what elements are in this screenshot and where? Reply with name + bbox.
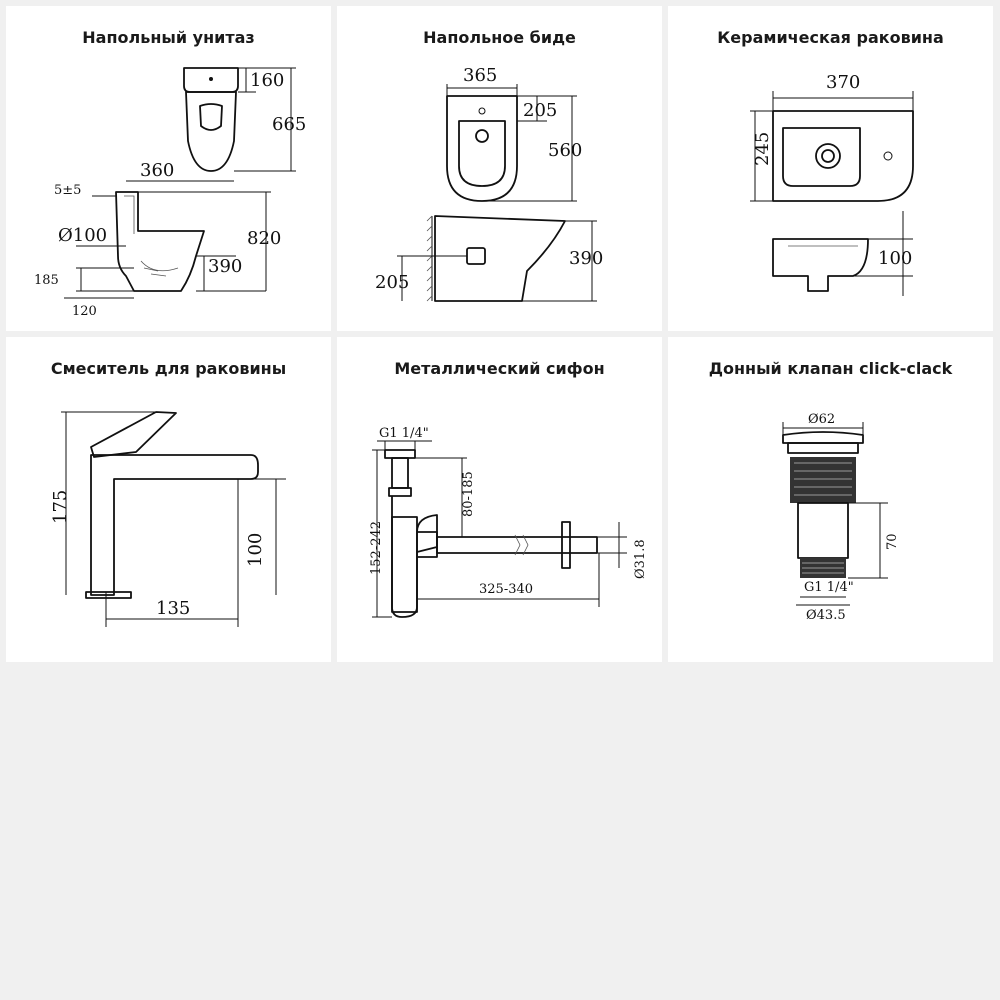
- bidet-diagram: 365 205 560 390 205: [375, 65, 603, 302]
- dim-135: 135: [156, 598, 190, 619]
- dim-160: 160: [250, 70, 284, 91]
- dim-390: 390: [208, 256, 242, 277]
- dim-80: 80-185: [461, 471, 476, 517]
- dim-62: Ø62: [808, 412, 835, 427]
- panel-ceramic-sink: Керамическая раковина 370 245 100: [668, 6, 993, 331]
- dim-665: 665: [272, 114, 306, 135]
- panel-title: Металлический сифон: [394, 359, 605, 378]
- dim-100: Ø100: [58, 225, 107, 246]
- dim-820: 820: [247, 228, 281, 249]
- dim-152: 152-242: [369, 521, 384, 575]
- drain-diagram: Ø62 70 G1 1/4" Ø43.5: [782, 412, 900, 623]
- dim-360: 360: [140, 160, 174, 181]
- panel-floor-toilet: Напольный унитаз 160 665 360 5±5 Ø100 82…: [6, 6, 331, 331]
- siphon-diagram: G1 1/4" 80-185 152-242 Ø31.8 325-340: [369, 426, 648, 618]
- dim-370: 370: [826, 72, 860, 93]
- dim-205a: 205: [523, 100, 557, 121]
- dim-g: G1 1/4": [804, 580, 854, 595]
- dim-560: 560: [548, 140, 582, 161]
- dim-175: 175: [50, 490, 71, 524]
- dim-31: Ø31.8: [633, 539, 648, 579]
- sink-diagram: 370 245 100: [750, 72, 914, 296]
- dim-100: 100: [878, 248, 912, 269]
- panel-faucet: Смеситель для раковины 175 100 135: [6, 337, 331, 662]
- panel-click-clack: Донный клапан click-clack Ø62 70 G1 1/4"…: [668, 337, 993, 662]
- dim-70: 70: [885, 533, 900, 550]
- dim-5: 5±5: [54, 183, 81, 198]
- dim-g: G1 1/4": [379, 426, 429, 441]
- panel-title: Напольное биде: [423, 28, 576, 47]
- panel-floor-bidet: Напольное биде 365 205 560 390 205: [337, 6, 662, 331]
- dim-325: 325-340: [479, 582, 533, 597]
- panel-metal-siphon: Металлический сифон G1 1/4" 80-185 152-2…: [337, 337, 662, 662]
- panel-title: Донный клапан click-clack: [708, 359, 953, 378]
- dim-245: 245: [752, 132, 773, 166]
- dim-120: 120: [72, 304, 97, 319]
- dim-185: 185: [34, 273, 59, 288]
- dim-390: 390: [569, 248, 603, 269]
- dim-43: Ø43.5: [806, 608, 846, 623]
- panel-title: Смеситель для раковины: [50, 359, 287, 378]
- panel-title: Керамическая раковина: [717, 28, 944, 47]
- toilet-diagram: 160 665 360 5±5 Ø100 820 390 185 120: [34, 67, 306, 319]
- dim-365: 365: [463, 65, 497, 86]
- dim-205b: 205: [375, 272, 409, 293]
- faucet-diagram: 175 100 135: [50, 411, 286, 627]
- panel-title: Напольный унитаз: [82, 28, 255, 47]
- dim-100: 100: [245, 533, 266, 567]
